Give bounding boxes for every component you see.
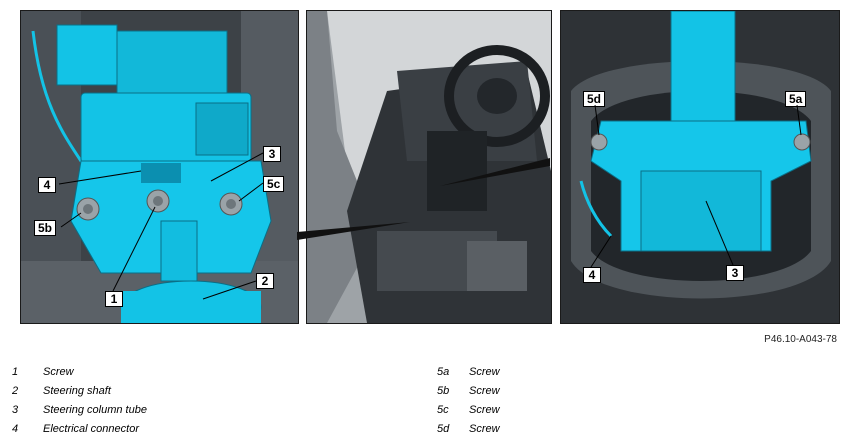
vehicle-interior-overview-illustration (307, 11, 551, 323)
callout-5c: 5c (263, 176, 285, 192)
callout-1: 1 (105, 291, 123, 307)
legend-number: 3 (12, 404, 19, 416)
callout-4-right: 4 (583, 267, 601, 283)
legend-number: 5d (437, 423, 450, 435)
steering-column-detail-illustration (21, 11, 298, 323)
legend-number: 5b (437, 385, 450, 397)
callout-3-right: 3 (726, 265, 744, 281)
callout-5d: 5d (583, 91, 606, 107)
legend-label: Steering column tube (43, 404, 147, 416)
callout-4-left: 4 (38, 177, 56, 193)
callout-5a: 5a (785, 91, 807, 107)
legend-label: Screw (469, 385, 500, 397)
legend-number: 5c (437, 404, 449, 416)
legend-label: Screw (469, 404, 500, 416)
document-reference: P46.10-A043-78 (764, 334, 837, 345)
legend-number: 2 (12, 385, 19, 397)
legend-label: Screw (43, 366, 74, 378)
legend-number: 4 (12, 423, 19, 435)
legend-number: 1 (12, 366, 19, 378)
legend-number: 5a (437, 366, 450, 378)
callout-3-left: 3 (263, 146, 281, 162)
detail-panel-left: 4 3 5c 5b 2 1 (20, 10, 299, 324)
steering-column-top-detail-illustration (561, 11, 839, 323)
legend-label: Screw (469, 423, 500, 435)
legend-label: Screw (469, 366, 500, 378)
overview-panel-center (306, 10, 552, 324)
legend-label: Electrical connector (43, 423, 139, 435)
callout-5b: 5b (34, 220, 57, 236)
detail-panel-right: 5d 5a 4 3 (560, 10, 840, 324)
legend-label: Steering shaft (43, 385, 111, 397)
callout-2: 2 (256, 273, 274, 289)
